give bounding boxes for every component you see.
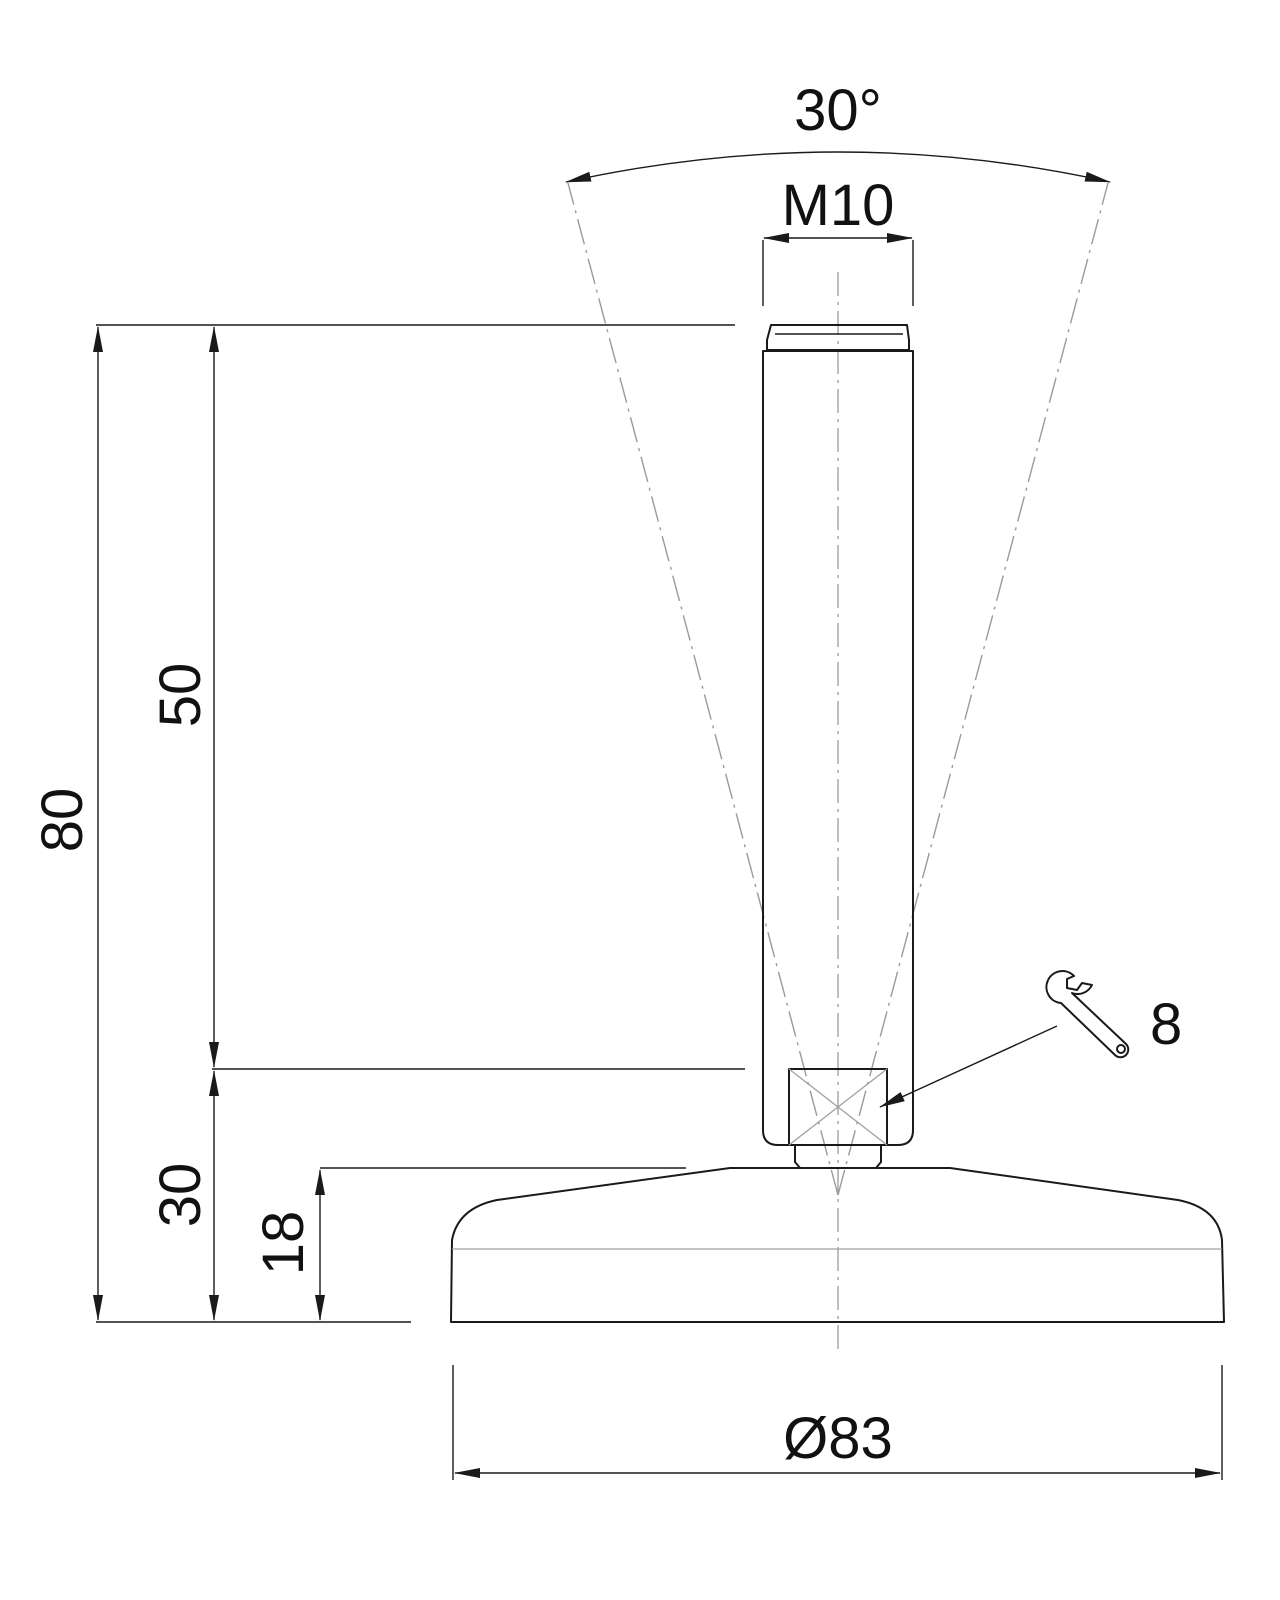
base-height-label: 18 [251,1211,316,1276]
lower-height-label: 30 [148,1163,213,1228]
wrench-leader-line [879,1025,1058,1108]
diameter-label: Ø83 [783,1406,893,1471]
dimension-lines [93,151,1221,1478]
wrench-size-label: 8 [1150,992,1182,1057]
stem-length-label: 50 [148,663,213,728]
threaded-stem [762,324,914,1146]
angle-dimension-arc [565,151,1111,183]
swivel-phantom-lines [567,182,1109,1196]
extension-lines [96,240,1223,1480]
thread-label: M10 [782,173,895,238]
total-height-label: 80 [30,788,95,853]
angle-label: 30° [794,78,882,143]
base-foot [450,1167,1225,1323]
wrench-icon [1045,970,1130,1059]
